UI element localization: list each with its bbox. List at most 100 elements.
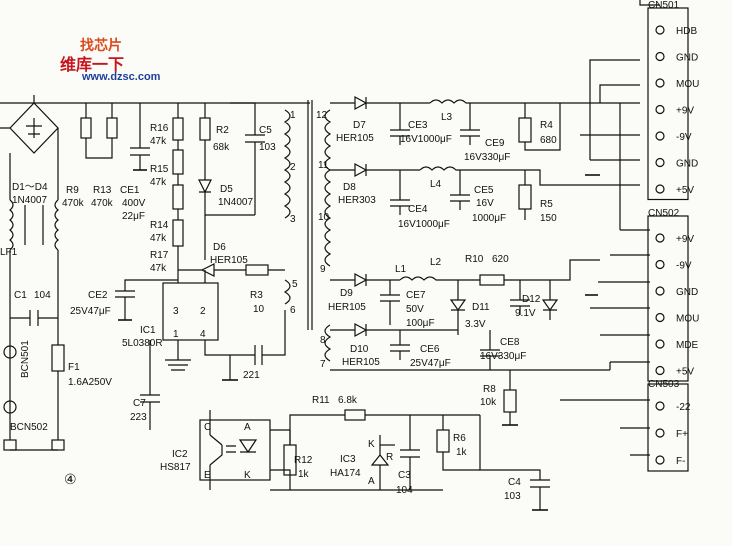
connector-pin-label: MDE (676, 340, 699, 351)
connector-pin-label: -9V (676, 132, 692, 143)
label-ce3-ref: CE3 (408, 120, 428, 131)
label-r10-value: 620 (492, 254, 509, 265)
wires (0, 0, 660, 511)
ic3-pin-k: K (368, 439, 375, 450)
label-ce3-value: 16V1000μF (400, 134, 452, 145)
xfmr-pin-11: 11 (318, 160, 329, 171)
label-r11-ref: R11 (312, 395, 330, 406)
label-r14-ref: R14 (150, 220, 169, 231)
label-r10-ref: R10 (465, 254, 484, 265)
label-ic2-ref: IC2 (172, 449, 188, 460)
connector-pin-label: GND (676, 159, 698, 170)
label-ce6-ref: CE6 (420, 344, 440, 355)
label-ce5-value-2: 1000μF (472, 213, 506, 224)
connector-cn503-body (647, 383, 689, 472)
label-d7-ref: D7 (353, 120, 366, 131)
connector-pin-terminal (655, 184, 665, 194)
ic2-pin-e: E (204, 470, 211, 481)
label-r17-ref: R17 (150, 250, 169, 261)
label-r14-value: 47k (150, 233, 167, 244)
ic2-pin-c: C (204, 422, 211, 433)
logo-url: www.dzsc.com (81, 71, 161, 83)
xfmr-pin-6: 6 (290, 305, 296, 316)
label-r17-value: 47k (150, 263, 167, 274)
connector-cn501-body (647, 7, 689, 201)
connector-pin-label: GND (676, 53, 698, 64)
label-d5-ref: D5 (220, 184, 233, 195)
connector-pin-terminal (655, 78, 665, 88)
label-c3-value: 104 (396, 485, 413, 496)
label-ic1-ref: IC1 (140, 325, 156, 336)
label-ce1-value-2: 22μF (122, 211, 145, 222)
connector-pin-terminal (655, 233, 665, 243)
connector-pin-label: GND (676, 287, 698, 298)
xfmr-pin-7: 7 (320, 359, 326, 370)
label-ce1-ref: CE1 (120, 185, 140, 196)
component-labels: D1～D4 1N4007 R9 470k R13 470k CE1 400V 2… (0, 110, 557, 502)
label-r2-ref: R2 (216, 125, 229, 136)
label-f1-ref: F1 (68, 362, 80, 373)
label-d1-d4-value: 1N4007 (12, 195, 47, 206)
label-ce5-ref: CE5 (474, 185, 494, 196)
label-r3-ref: R3 (250, 290, 263, 301)
connector-pin-terminal (655, 25, 665, 35)
label-r12-value: 1k (298, 469, 310, 480)
connector-pin-terminal (655, 104, 665, 115)
connector-pin-label: F+ (676, 429, 688, 440)
connector-pin-terminal (655, 365, 665, 376)
ic1-pin-3: 3 (173, 306, 179, 317)
label-ce2-ref: CE2 (88, 290, 108, 301)
label-ce6-value: 25V47μF (410, 358, 451, 369)
label-r8-value: 10k (480, 397, 497, 408)
label-ce9-ref: CE9 (485, 138, 505, 149)
label-r4-ref: R4 (540, 120, 553, 131)
label-d6-ref: D6 (213, 242, 226, 253)
label-ce8-value: 16V330μF (480, 351, 526, 362)
label-d8-ref: D8 (343, 182, 356, 193)
label-lf1-ref: LF1 (0, 247, 18, 258)
ic1-pin-4: 4 (200, 329, 206, 340)
label-c5-ref: C5 (259, 125, 272, 136)
label-d1-d4-ref: D1～D4 (12, 182, 48, 193)
connector-pin-label: MOU (676, 314, 699, 325)
label-d7-value: HER105 (336, 133, 374, 144)
label-ic1-value: 5L0380R (122, 338, 163, 349)
figure-number: ④ (64, 471, 77, 487)
label-r9-ref: R9 (66, 185, 79, 196)
label-f1-value: 1.6A250V (68, 377, 112, 388)
label-d10-value: HER105 (342, 357, 380, 368)
label-c1-ref: C1 (14, 290, 27, 301)
connector-pin-label: MOU (676, 79, 699, 90)
xfmr-pin-5: 5 (292, 279, 298, 290)
xfmr-pin-10: 10 (318, 212, 330, 223)
label-c3-ref: C3 (398, 470, 411, 481)
connector-pin-label: +9V (676, 234, 694, 245)
label-r15-value: 47k (150, 177, 167, 188)
ic2-pin-a: A (244, 422, 251, 433)
label-r5-ref: R5 (540, 199, 553, 210)
xfmr-pin-9: 9 (320, 264, 326, 275)
label-r5-value: 150 (540, 213, 557, 224)
label-ce9-value: 16V330μF (464, 152, 510, 163)
label-d11-value: 3.3V (465, 319, 486, 330)
connector-pin-label: -9V (676, 261, 692, 272)
label-ce7-ref: CE7 (406, 290, 426, 301)
label-r6-ref: R6 (453, 433, 466, 444)
label-ce1-value-1: 400V (122, 198, 146, 209)
connector-pin-terminal (655, 455, 665, 465)
label-c4-ref: C4 (508, 477, 521, 488)
connector-pin-terminal (655, 401, 665, 411)
label-d10-ref: D10 (350, 344, 369, 355)
xfmr-pin-3: 3 (290, 214, 296, 225)
label-l4-ref: L4 (430, 179, 442, 190)
label-ic3-ref: IC3 (340, 454, 356, 465)
connector-pin-label: F- (676, 456, 685, 467)
label-d5-value: 1N4007 (218, 197, 253, 208)
connector-cn502-body (647, 215, 689, 382)
connector-pin-label: -22 (676, 402, 691, 413)
connector-pin-label: +5V (676, 367, 694, 378)
label-r9-value: 470k (62, 198, 85, 209)
label-r12-ref: R12 (294, 455, 313, 466)
label-ce4-value: 16V1000μF (398, 219, 450, 230)
